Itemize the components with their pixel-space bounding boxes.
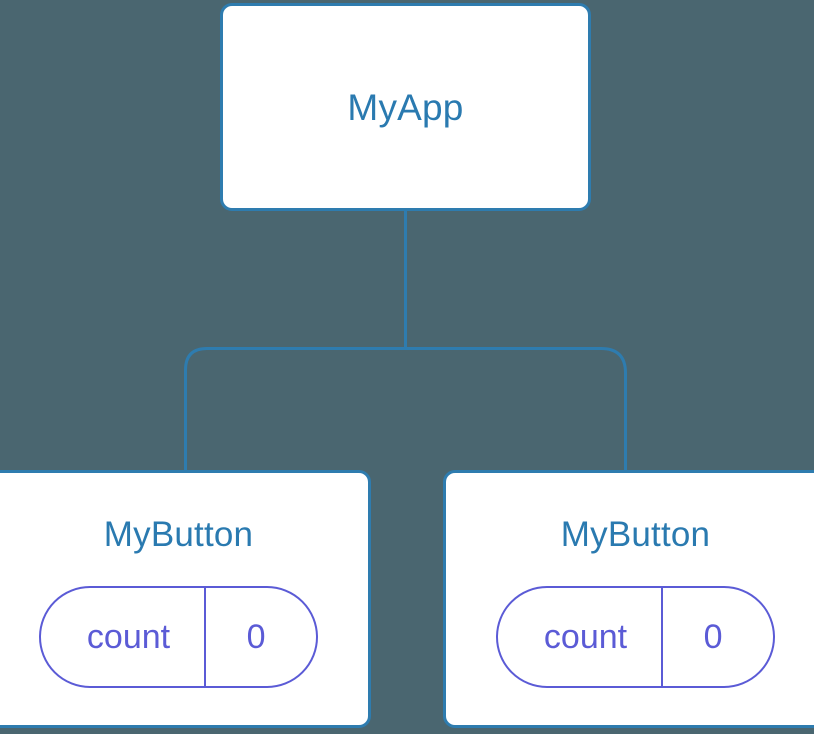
state-key-label-left: count	[86, 618, 171, 656]
node-myapp-title: MyApp	[347, 86, 464, 128]
node-mybutton-left-title: MyButton	[103, 515, 254, 554]
state-key-label-right: count	[543, 618, 628, 656]
state-pill-left[interactable]: count 0	[38, 586, 319, 688]
node-myapp[interactable]: MyApp	[220, 3, 591, 211]
state-divider-right	[661, 588, 664, 686]
node-mybutton-right[interactable]: MyButton count 0	[443, 470, 814, 728]
state-pill-right[interactable]: count 0	[495, 586, 776, 688]
node-mybutton-left[interactable]: MyButton count 0	[0, 470, 371, 728]
state-value-right: 0	[703, 618, 723, 656]
connector-branch-right	[405, 347, 627, 472]
state-value-left: 0	[246, 618, 266, 656]
node-mybutton-right-title: MyButton	[560, 515, 711, 554]
state-divider-left	[204, 588, 207, 686]
connector-branch-left	[184, 347, 406, 472]
